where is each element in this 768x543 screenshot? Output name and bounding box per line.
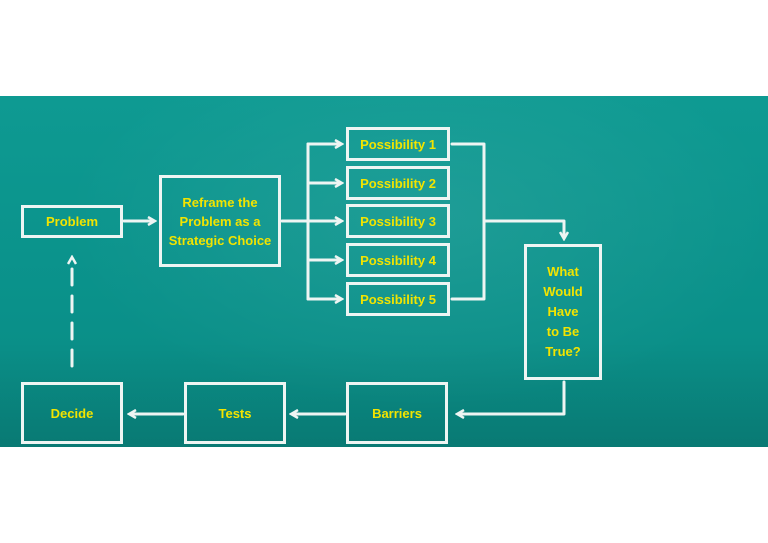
arrow-to-barriers [458,380,566,414]
connector-layer [0,96,768,447]
node-what-would-have-to-be-true: What Would Have to Be True? [524,244,602,380]
arrow-to-what-would-have-to-be-true [482,219,564,238]
node-barriers: Barriers [346,382,448,444]
node-problem: Problem [21,205,123,238]
node-reframe-label: Reframe the Problem as a Strategic Choic… [168,194,272,248]
node-possibility-5-label: Possibility 5 [360,291,436,307]
node-barriers-label: Barriers [372,405,422,421]
node-possibility-2: Possibility 2 [346,166,450,200]
node-decide: Decide [21,382,123,444]
node-possibility-1: Possibility 1 [346,127,450,161]
node-tests: Tests [184,382,286,444]
diagram-panel: Problem Reframe the Problem as a Strateg… [0,96,768,447]
node-possibility-3-label: Possibility 3 [360,213,436,229]
node-possibility-2-label: Possibility 2 [360,175,436,191]
connector-possibilities-bracket [450,142,486,301]
node-problem-label: Problem [45,214,98,229]
node-possibility-5: Possibility 5 [346,282,450,316]
node-what-would-have-to-be-true-label: What Would Have to Be True? [543,264,583,359]
node-reframe: Reframe the Problem as a Strategic Choic… [159,175,281,267]
node-possibility-4: Possibility 4 [346,243,450,277]
node-possibility-4-label: Possibility 4 [360,252,436,268]
node-tests-label: Tests [218,405,252,421]
node-decide-label: Decide [50,405,94,421]
node-possibility-1-label: Possibility 1 [360,136,436,152]
node-possibility-3: Possibility 3 [346,204,450,238]
